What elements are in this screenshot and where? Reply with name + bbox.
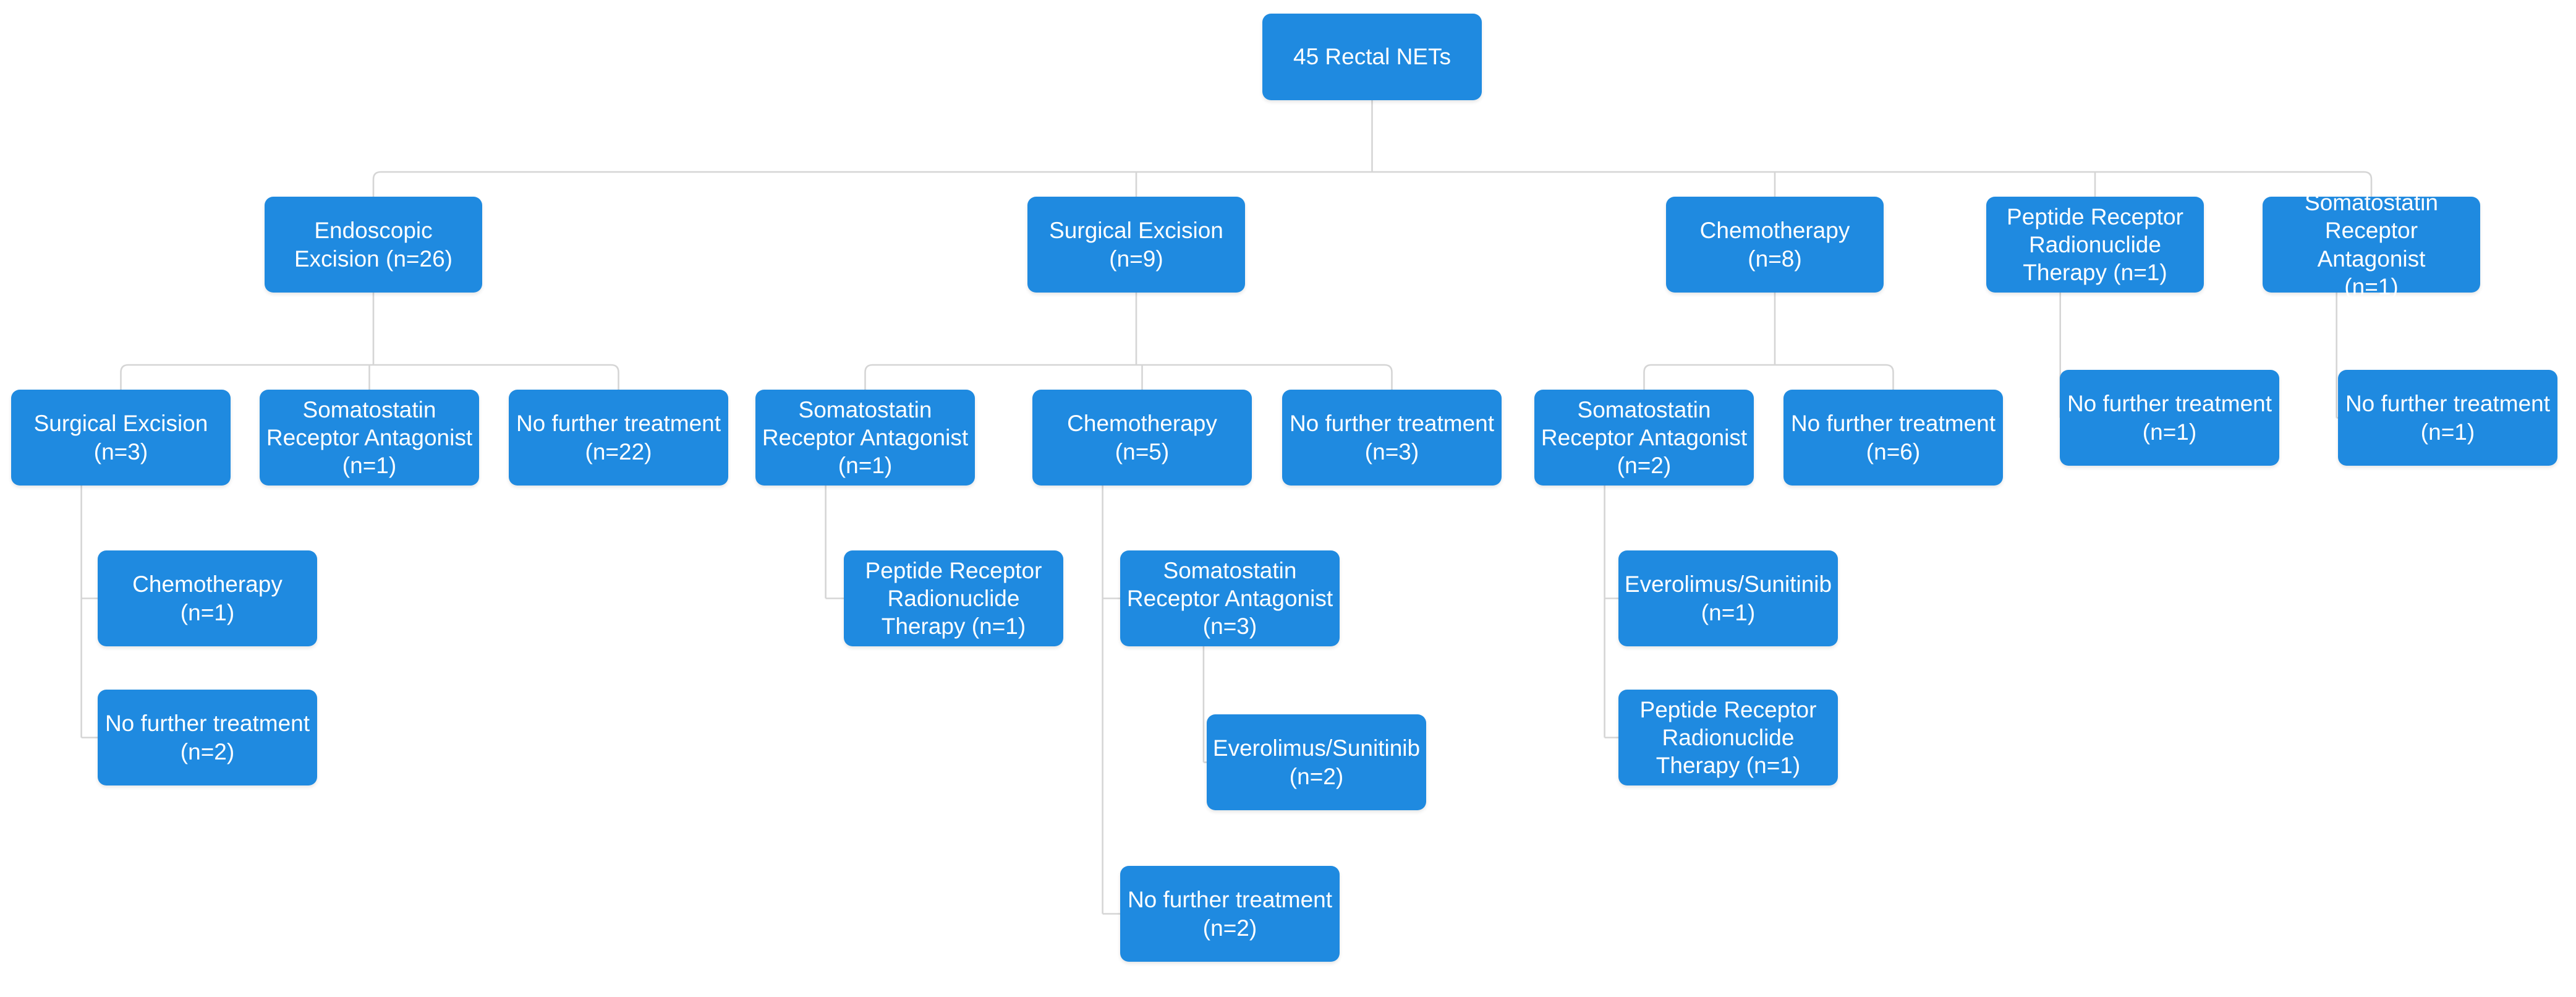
flow-node-surg_chemo_ssra: Somatostatin Receptor Antagonist (n=3) bbox=[1120, 550, 1340, 646]
flow-node-chemo: Chemotherapy (n=8) bbox=[1666, 197, 1884, 293]
flow-node-endo_none: No further treatment (n=22) bbox=[509, 390, 728, 486]
flow-node-label: Surgical Excision (n=3) bbox=[33, 411, 208, 464]
flow-node-surg_chemo: Chemotherapy (n=5) bbox=[1032, 390, 1252, 486]
flow-node-endo_ssra: Somatostatin Receptor Antagonist (n=1) bbox=[260, 390, 479, 486]
flow-node-surg_none: No further treatment (n=3) bbox=[1282, 390, 1502, 486]
flow-node-label: Peptide Receptor Radionuclide Therapy (n… bbox=[1639, 696, 1817, 779]
flow-node-label: No further treatment (n=1) bbox=[2345, 391, 2551, 445]
flow-node-label: Chemotherapy (n=5) bbox=[1067, 411, 1217, 464]
flow-node-chemo_none: No further treatment (n=6) bbox=[1783, 390, 2003, 486]
flow-node-label: Chemotherapy (n=1) bbox=[132, 571, 283, 625]
flow-node-ssra_none: No further treatment (n=1) bbox=[2338, 370, 2557, 466]
flow-node-ssra: Somatostatin Receptor Antagonist (n=1) bbox=[2263, 190, 2480, 299]
flow-node-label: Somatostatin Receptor Antagonist (n=1) bbox=[2305, 190, 2438, 299]
flow-node-surg_ssra: Somatostatin Receptor Antagonist (n=1) bbox=[755, 390, 975, 486]
flow-node-endo_surg_chemo: Chemotherapy (n=1) bbox=[98, 550, 317, 646]
flow-node-label: Somatostatin Receptor Antagonist (n=3) bbox=[1126, 557, 1333, 640]
connector-bus-chemo bbox=[1643, 364, 1894, 390]
flow-node-endo_surg_none: No further treatment (n=2) bbox=[98, 690, 317, 785]
connector-bus-surg bbox=[864, 364, 1393, 390]
flow-node-chemo_ssra_prrt: Peptide Receptor Radionuclide Therapy (n… bbox=[1618, 690, 1838, 785]
flow-node-surg_chemo_none: No further treatment (n=2) bbox=[1120, 866, 1340, 962]
flow-node-label: No further treatment (n=3) bbox=[1289, 411, 1495, 464]
flow-node-endo_surg: Surgical Excision (n=3) bbox=[11, 390, 231, 486]
flow-node-surg: Surgical Excision (n=9) bbox=[1027, 197, 1245, 293]
flow-node-endo: Endoscopic Excision (n=26) bbox=[265, 197, 482, 293]
flow-node-label: No further treatment (n=22) bbox=[516, 411, 721, 464]
flow-node-label: Peptide Receptor Radionuclide Therapy (n… bbox=[2007, 203, 2183, 286]
flow-node-surg_chemo_ever: Everolimus/Sunitinib (n=2) bbox=[1207, 714, 1426, 810]
flow-node-label: Everolimus/Sunitinib (n=1) bbox=[1624, 571, 1832, 625]
flow-node-surg_ssra_prrt: Peptide Receptor Radionuclide Therapy (n… bbox=[844, 550, 1063, 646]
flow-node-label: Somatostatin Receptor Antagonist (n=1) bbox=[762, 396, 969, 479]
flow-node-label: Everolimus/Sunitinib (n=2) bbox=[1212, 735, 1421, 789]
flow-node-root: 45 Rectal NETs bbox=[1262, 14, 1482, 100]
flow-node-label: 45 Rectal NETs bbox=[1293, 44, 1451, 70]
flow-node-chemo_ssra_ever: Everolimus/Sunitinib (n=1) bbox=[1618, 550, 1838, 646]
connector-bus-root bbox=[372, 171, 2373, 197]
flow-node-label: Chemotherapy (n=8) bbox=[1699, 218, 1850, 272]
flow-node-label: No further treatment (n=1) bbox=[2067, 391, 2272, 445]
flow-node-label: Endoscopic Excision (n=26) bbox=[294, 218, 453, 272]
flow-node-prrt_none: No further treatment (n=1) bbox=[2060, 370, 2279, 466]
flow-node-label: Surgical Excision (n=9) bbox=[1049, 218, 1223, 272]
flow-node-chemo_ssra: Somatostatin Receptor Antagonist (n=2) bbox=[1534, 390, 1754, 486]
flow-node-label: No further treatment (n=6) bbox=[1790, 411, 1996, 464]
flow-node-label: Somatostatin Receptor Antagonist (n=2) bbox=[1541, 396, 1748, 479]
flow-node-label: No further treatment (n=2) bbox=[1127, 887, 1333, 941]
flow-node-prrt: Peptide Receptor Radionuclide Therapy (n… bbox=[1986, 197, 2204, 293]
flow-node-label: No further treatment (n=2) bbox=[104, 711, 310, 764]
flow-node-label: Somatostatin Receptor Antagonist (n=1) bbox=[266, 396, 473, 479]
flow-node-label: Peptide Receptor Radionuclide Therapy (n… bbox=[865, 557, 1042, 640]
